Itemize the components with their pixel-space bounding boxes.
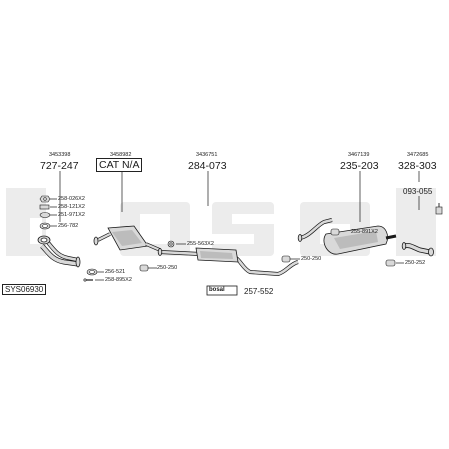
part-250-252: 250-252 (405, 260, 426, 266)
front-pipe-drawing (37, 235, 81, 268)
group-cat-ref-big: CAT N/A (96, 158, 143, 172)
part-093-055: 093-055 (403, 187, 433, 196)
catalytic-converter-drawing (93, 225, 161, 252)
group-middle-ref-big: 284-073 (188, 160, 227, 172)
part-255-891: 255-891X2 (351, 229, 378, 235)
middle-hardware-icons (167, 240, 291, 263)
part-258-026: 258-026X2 (58, 196, 85, 202)
part-258-895: 258-895X2 (105, 277, 132, 283)
group-tail-ref-big: 328-303 (398, 160, 437, 172)
bosal-box-label: bosal (209, 287, 225, 293)
part-250-250-a: 250-250 (157, 265, 178, 271)
group-rear-ref-small: 3467139 (348, 152, 370, 158)
group-cat-ref-small: 3458982 (110, 152, 132, 158)
group-front-ref-small: 3453398 (49, 152, 71, 158)
tail-clamp-icon (435, 203, 443, 215)
part-256-782: 256-782 (58, 223, 79, 229)
part-250-250-b: 250-250 (301, 256, 322, 262)
part-258-121: 258-121X2 (58, 204, 85, 210)
bosal-box-icon (206, 285, 238, 296)
group-tail-ref-small: 3472685 (407, 152, 429, 158)
tail-pipe-drawing (401, 242, 434, 257)
cat-hardware-icons (83, 264, 149, 282)
rear-hardware-icons (330, 228, 396, 267)
part-255-563: 255-563X2 (187, 241, 214, 247)
part-256-521: 256-521 (105, 269, 126, 275)
part-257-552: 257-552 (244, 287, 274, 296)
part-251-971: 251-971X2 (58, 212, 85, 218)
rear-silencer-drawing (297, 218, 397, 255)
system-code: SYS06930 (2, 284, 47, 295)
group-front-ref-big: 727-247 (40, 160, 79, 172)
group-middle-ref-small: 3436751 (196, 152, 218, 158)
front-hardware-icons (39, 195, 51, 230)
middle-pipe-drawing (157, 247, 299, 277)
group-rear-ref-big: 235-203 (340, 160, 379, 172)
